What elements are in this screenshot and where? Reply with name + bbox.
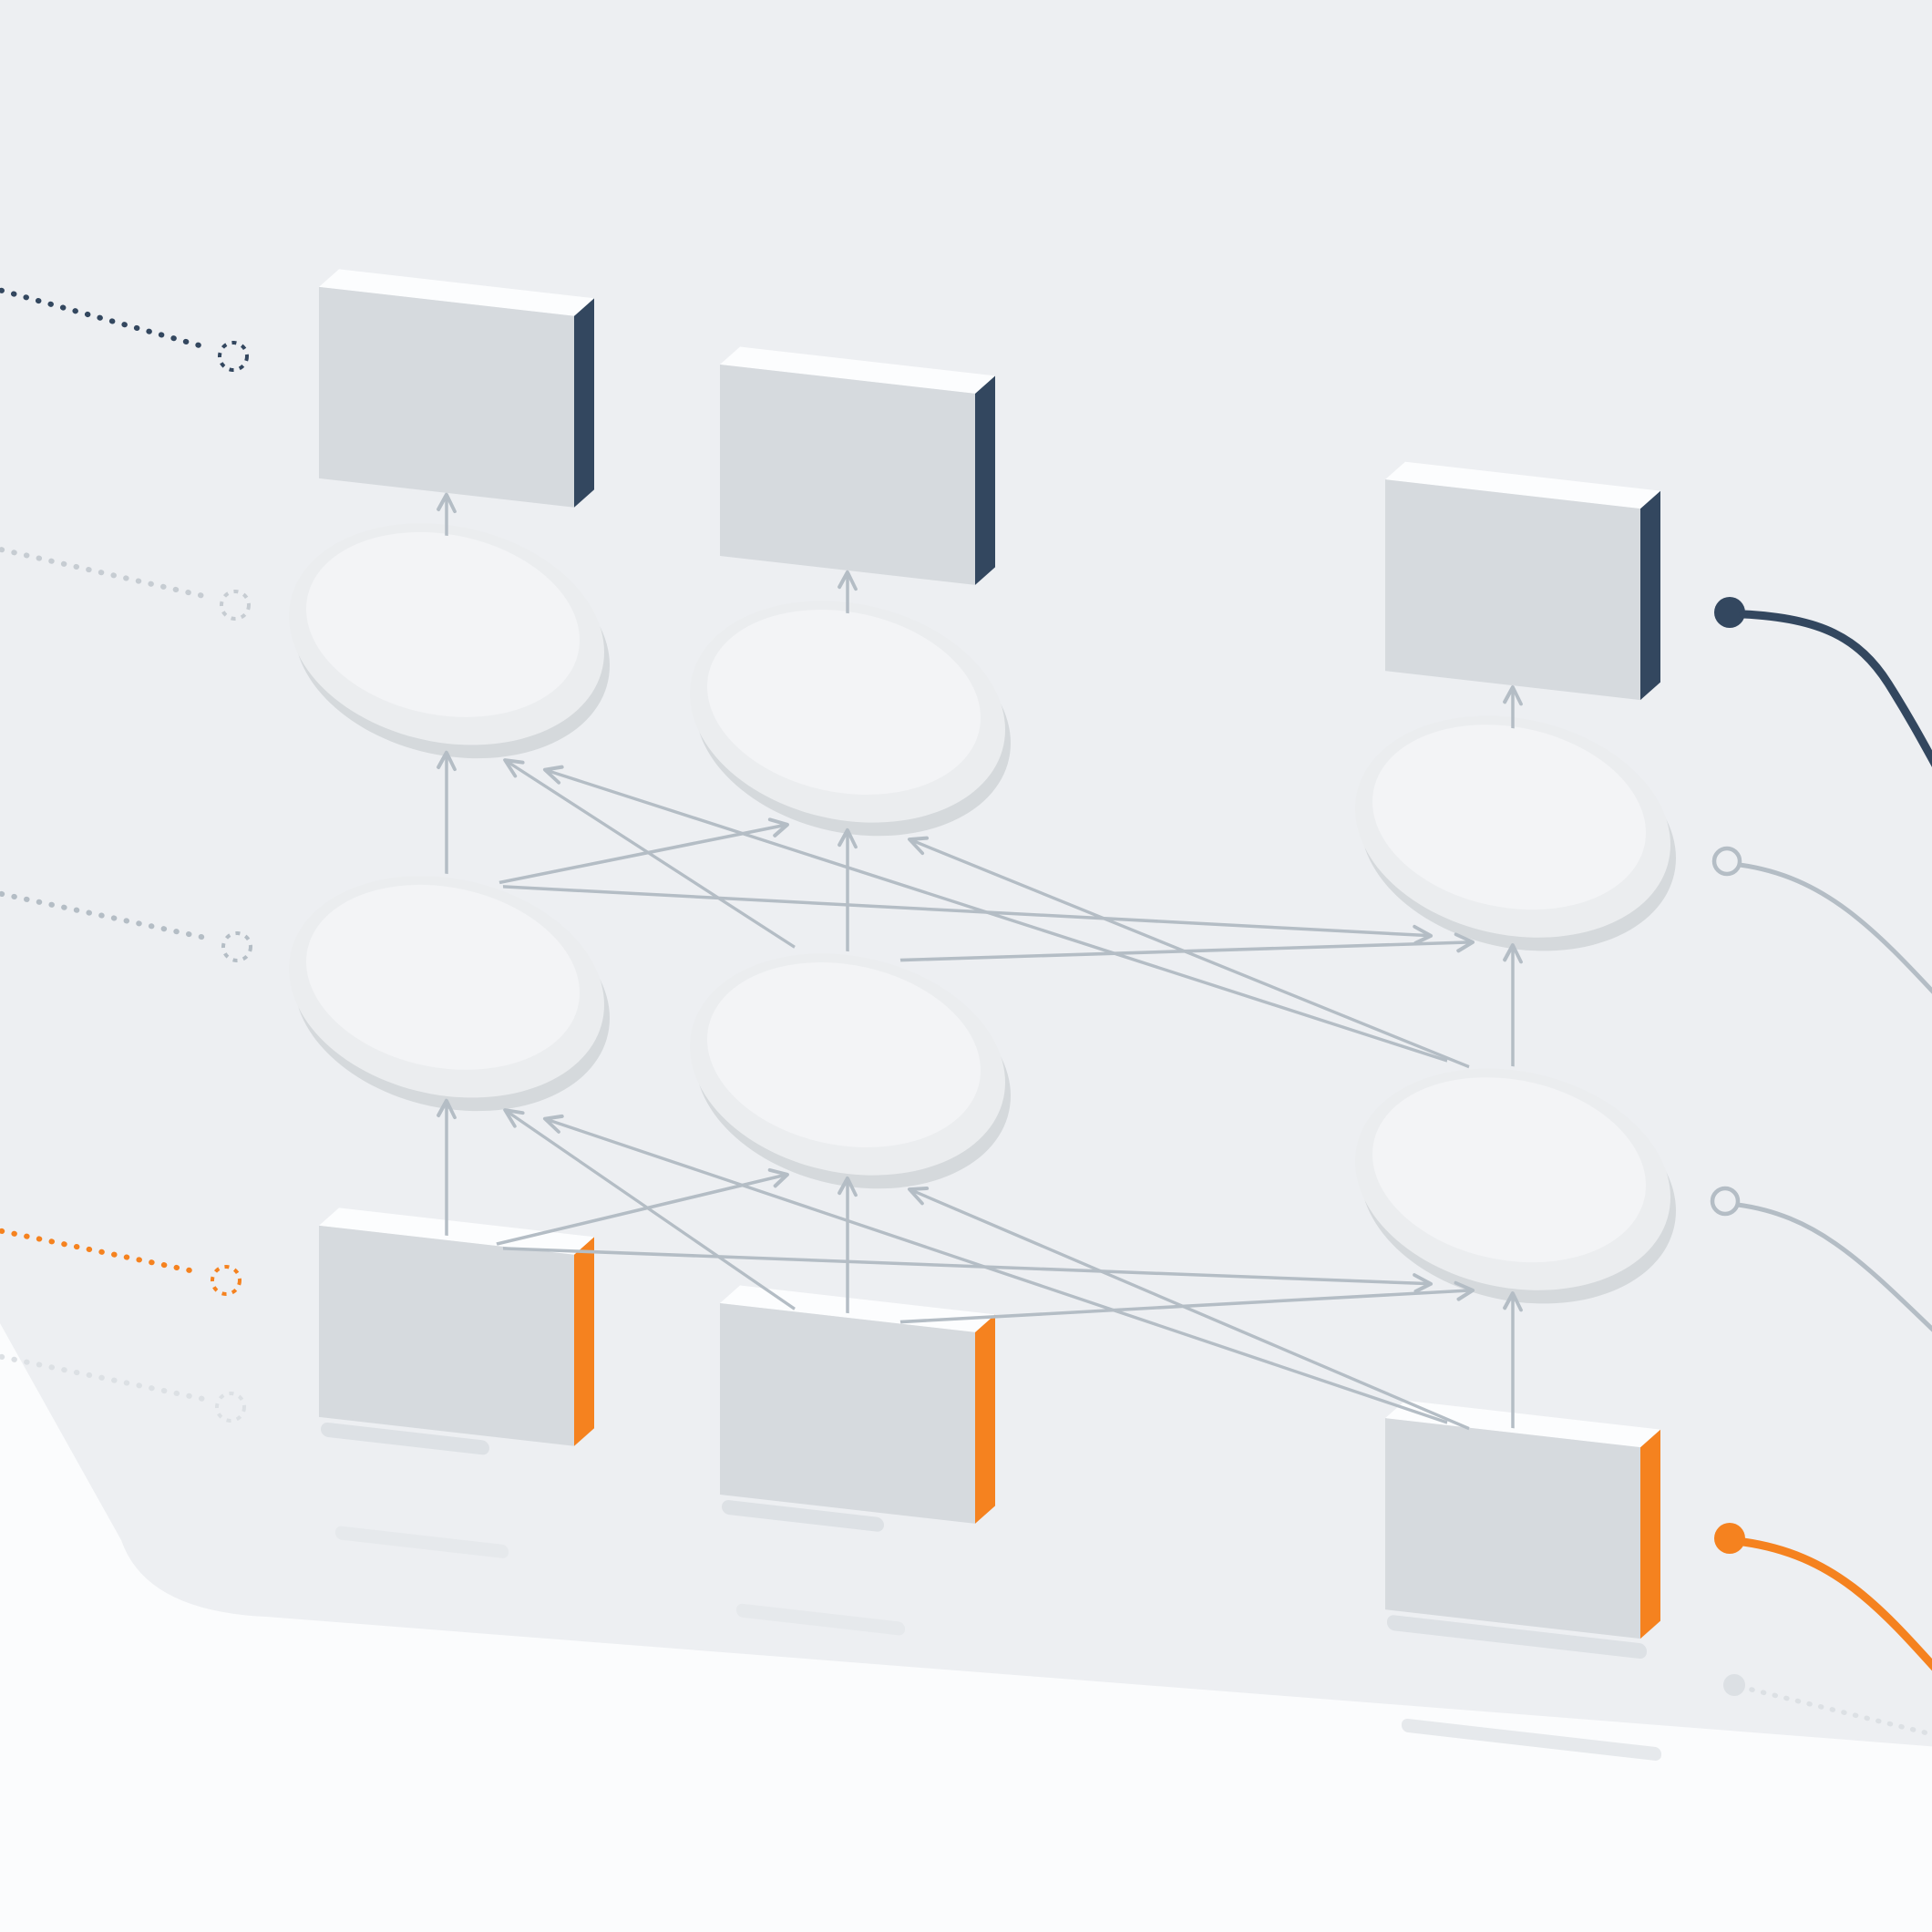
node-highlight	[306, 531, 580, 717]
box-side-face-navy	[975, 375, 995, 585]
tap-curve	[1737, 862, 1932, 994]
tap-dot	[1723, 1674, 1745, 1696]
tap-ring	[1710, 1186, 1741, 1217]
connection-arrow	[908, 1186, 1470, 1431]
connection-arrow	[496, 1167, 789, 1246]
box-side-face-navy	[1640, 490, 1660, 701]
connection-arrow	[908, 836, 1470, 1069]
box-top-face	[319, 269, 594, 316]
box-side-face-orange	[1640, 1429, 1660, 1639]
tap-dot	[1714, 1523, 1745, 1554]
box-top-face	[720, 346, 995, 394]
input-lead-orange	[0, 1228, 242, 1296]
connection-arrow	[498, 817, 789, 885]
hidden-node-lower-3	[1355, 1068, 1676, 1304]
input-lead-gray-1	[0, 546, 251, 621]
reflection-bar-faint	[335, 1526, 509, 1558]
hidden-node-upper-3	[1355, 715, 1676, 951]
tap-ring	[1711, 846, 1742, 877]
node-highlight	[1372, 1077, 1646, 1263]
tap-dot	[1714, 597, 1745, 628]
lead-terminal-ring	[211, 1265, 242, 1296]
connection-arrow	[542, 1114, 1448, 1424]
tap-curve	[1739, 610, 1932, 767]
box-side-face-navy	[574, 298, 594, 508]
connection-arrow	[542, 765, 1448, 1063]
lead-line	[0, 546, 211, 600]
lead-terminal-ring	[221, 931, 252, 962]
connection-arrow	[503, 1108, 796, 1310]
lead-line	[0, 890, 212, 941]
lead-line	[0, 1353, 206, 1402]
lead-terminal-ring	[218, 341, 249, 372]
input-box-3	[1385, 1400, 1660, 1639]
input-box-1	[319, 1208, 594, 1446]
output-box-2	[720, 346, 995, 585]
right-output-taps	[1710, 597, 1932, 1737]
output-box-1	[319, 269, 594, 508]
node-highlight	[707, 610, 981, 795]
connection-arrow	[503, 758, 796, 949]
lead-terminal-ring	[220, 590, 251, 621]
node-highlight	[707, 962, 981, 1147]
output-tap-gray-1	[1711, 846, 1932, 994]
reflection-bar	[321, 1422, 489, 1455]
reflection-bar-faint	[1402, 1718, 1661, 1761]
lead-line	[0, 1228, 201, 1275]
network-diagram	[289, 269, 1676, 1761]
box-front-face	[319, 286, 574, 508]
arrows-input-to-lower-hidden	[437, 1098, 1523, 1431]
input-lead-gray-2	[0, 890, 252, 962]
tap-curve	[1739, 1537, 1932, 1671]
hidden-node-lower-2	[690, 953, 1011, 1189]
box-front-face	[720, 365, 975, 585]
lead-terminal-ring	[215, 1392, 246, 1423]
output-tap-navy	[1714, 597, 1932, 767]
connection-arrow	[502, 1247, 1434, 1294]
box-top-face	[319, 1208, 594, 1255]
box-top-face	[1385, 461, 1660, 509]
box-front-face	[720, 1303, 975, 1524]
output-box-3	[1385, 461, 1660, 701]
box-side-face-orange	[574, 1237, 594, 1446]
output-tap-orange	[1714, 1523, 1932, 1671]
arrows-hidden-to-output	[437, 492, 1523, 729]
output-tap-gray-2	[1710, 1186, 1932, 1332]
box-front-face	[319, 1225, 574, 1446]
hidden-node-lower-1	[289, 876, 610, 1112]
box-front-face	[1385, 1418, 1640, 1639]
left-input-leads	[0, 287, 252, 1423]
node-highlight	[1372, 724, 1646, 910]
hidden-node-upper-2	[690, 601, 1011, 837]
reflection-bar-faint	[736, 1603, 905, 1636]
box-side-face-orange	[975, 1314, 995, 1524]
input-box-2	[720, 1285, 995, 1524]
connection-arrow	[502, 885, 1434, 945]
reflection-bar	[722, 1500, 884, 1532]
box-top-face	[1385, 1400, 1660, 1448]
tap-line	[1749, 1687, 1932, 1737]
reflection-bars	[321, 1422, 1661, 1761]
reflection-bar	[1387, 1615, 1647, 1660]
input-lead-navy	[0, 287, 249, 372]
box-front-face	[1385, 479, 1640, 701]
input-lead-light	[0, 1353, 246, 1423]
arrows-lower-to-upper-hidden	[437, 750, 1523, 1069]
tap-curve	[1735, 1202, 1932, 1332]
lead-line	[0, 287, 209, 350]
output-tap-light	[1723, 1674, 1932, 1737]
node-highlight	[306, 884, 580, 1070]
hidden-node-upper-1	[289, 523, 610, 759]
